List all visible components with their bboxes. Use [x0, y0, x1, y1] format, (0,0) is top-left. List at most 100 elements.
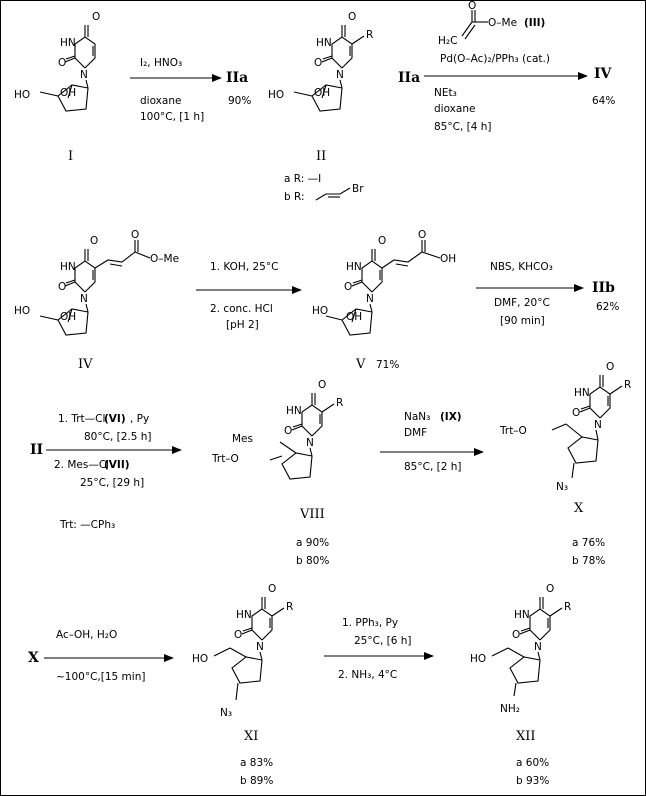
- atom-HO: HO: [14, 89, 30, 101]
- atom-HO: HO: [14, 305, 30, 317]
- step5-conditions1: 80°C, [2.5 h]: [84, 431, 152, 443]
- step4-time: [90 min]: [500, 315, 545, 327]
- xii-yield-b: b 93%: [516, 775, 549, 787]
- step5-reagent1: 1. Trt—Cl: [58, 413, 105, 425]
- atom-O: O: [378, 235, 386, 247]
- atom-O: O: [348, 11, 356, 23]
- atom-O: O: [268, 583, 276, 595]
- step1-conditions: 100°C, [1 h]: [140, 111, 204, 123]
- compound-X: O HN O N R Trt–O N₃ X a 76% b 78%: [499, 361, 631, 567]
- atom-R: R: [336, 397, 343, 409]
- compound-IV: O HN O N O O–Me OH HO IV: [14, 229, 179, 372]
- atom-TrtO: Trt–O: [211, 453, 239, 465]
- arrowhead: [172, 446, 182, 454]
- v-yield: 71%: [376, 359, 399, 371]
- atom-R: R: [286, 601, 293, 613]
- x-yield-a: a 76%: [572, 537, 605, 549]
- atom-OH: OH: [60, 87, 76, 99]
- atom-HN: HN: [60, 37, 76, 49]
- atom-O: O: [344, 281, 352, 293]
- step6-solvent: DMF: [404, 427, 427, 439]
- arrowhead: [424, 652, 434, 660]
- atom-HN: HN: [574, 387, 590, 399]
- atom-O: O: [234, 629, 242, 641]
- step1-product: IIa: [226, 70, 248, 86]
- xi-yield-b: b 89%: [240, 775, 273, 787]
- step2-product: IV: [594, 66, 613, 82]
- atom-R: R: [624, 379, 631, 391]
- atom-Br: Br: [352, 183, 364, 195]
- compound-II: O HN O N R OH HO II: [268, 11, 373, 164]
- label-XI: XI: [244, 729, 258, 744]
- atom-OH: OH: [314, 87, 330, 99]
- atom-Mes: Mes: [232, 433, 253, 445]
- atom-O: O: [572, 407, 580, 419]
- atom-HO: HO: [312, 305, 328, 317]
- atom-O: O: [546, 583, 554, 595]
- atom-O: O: [468, 0, 476, 12]
- label-XII: XII: [516, 729, 536, 744]
- step2-yield: 64%: [592, 95, 615, 107]
- atom-OH: OH: [440, 253, 456, 265]
- step8-reagent2: 2. NH₃, 4°C: [338, 669, 397, 681]
- arrowhead: [578, 72, 588, 80]
- trt-definition: Trt: —CPh₃: [59, 519, 115, 531]
- atom-OMe: O–Me: [150, 253, 179, 265]
- atom-OMe: O–Me: [488, 17, 517, 29]
- atom-N: N: [306, 437, 314, 449]
- step2-catalyst: Pd(O–Ac)₂/PPh₃ (cat.): [440, 53, 550, 65]
- step4-product: IIb: [592, 280, 615, 296]
- atom-O: O: [90, 235, 98, 247]
- label-VIII: VIII: [299, 507, 325, 522]
- step3-ph: [pH 2]: [226, 319, 259, 331]
- compound-V: O HN O N O OH OH HO V 71%: [312, 229, 456, 372]
- step7-start: X: [28, 650, 39, 666]
- atom-HN: HN: [60, 261, 76, 273]
- atom-R: R: [564, 601, 571, 613]
- compound-VIII: O HN O N R Mes Trt–O VIII a 90% b 80%: [211, 379, 343, 567]
- atom-HO: HO: [192, 653, 208, 665]
- atom-N3: N₃: [220, 707, 232, 719]
- step6-reagent-label: (IX): [440, 411, 462, 423]
- atom-O: O: [284, 425, 292, 437]
- viii-yield-b: b 80%: [296, 555, 329, 567]
- xii-yield-a: a 60%: [516, 757, 549, 769]
- step3-reagent1: 1. KOH, 25°C: [210, 261, 278, 273]
- atom-N: N: [594, 419, 602, 431]
- atom-HN: HN: [514, 609, 530, 621]
- atom-O: O: [58, 281, 66, 293]
- atom-O: O: [512, 629, 520, 641]
- atom-OH: OH: [60, 311, 76, 323]
- step2-conditions: 85°C, [4 h]: [434, 121, 491, 133]
- step7-conditions: ~100°C,[15 min]: [56, 671, 145, 683]
- xi-yield-a: a 83%: [240, 757, 273, 769]
- atom-HN: HN: [236, 609, 252, 621]
- step4-yield: 62%: [596, 301, 619, 313]
- atom-HO: HO: [470, 653, 486, 665]
- atom-HO: HO: [268, 89, 284, 101]
- atom-N: N: [366, 293, 374, 305]
- step7-reagent: Ac–OH, H₂O: [56, 629, 117, 641]
- methyl-acrylate-III: H₂C O O–Me (III): [438, 0, 545, 47]
- step6-conditions: 85°C, [2 h]: [404, 461, 461, 473]
- reagent-label-III: (III): [524, 17, 545, 29]
- atom-O: O: [606, 361, 614, 373]
- atom-N: N: [80, 293, 88, 305]
- step8-reagent1: 1. PPh₃, Py: [342, 617, 398, 629]
- atom-HN: HN: [346, 261, 362, 273]
- step4-solvent: DMF, 20°C: [494, 297, 550, 309]
- atom-HN: HN: [316, 37, 332, 49]
- vinyl-bond: [315, 187, 351, 201]
- step1-solvent: dioxane: [140, 95, 181, 107]
- atom-TrtO: Trt–O: [499, 425, 527, 437]
- atom-O: O: [92, 11, 100, 23]
- step5-reagent1-tail: , Py: [130, 413, 149, 425]
- step5-reagent1-label: (VI): [104, 413, 126, 425]
- step5-reagent2: 2. Mes—Cl: [54, 459, 109, 471]
- step5-start: II: [30, 442, 43, 458]
- arrowhead: [164, 654, 174, 662]
- step5-conditions2: 25°C, [29 h]: [80, 477, 144, 489]
- step8-conditions1: 25°C, [6 h]: [354, 635, 411, 647]
- atom-OH: OH: [346, 311, 362, 323]
